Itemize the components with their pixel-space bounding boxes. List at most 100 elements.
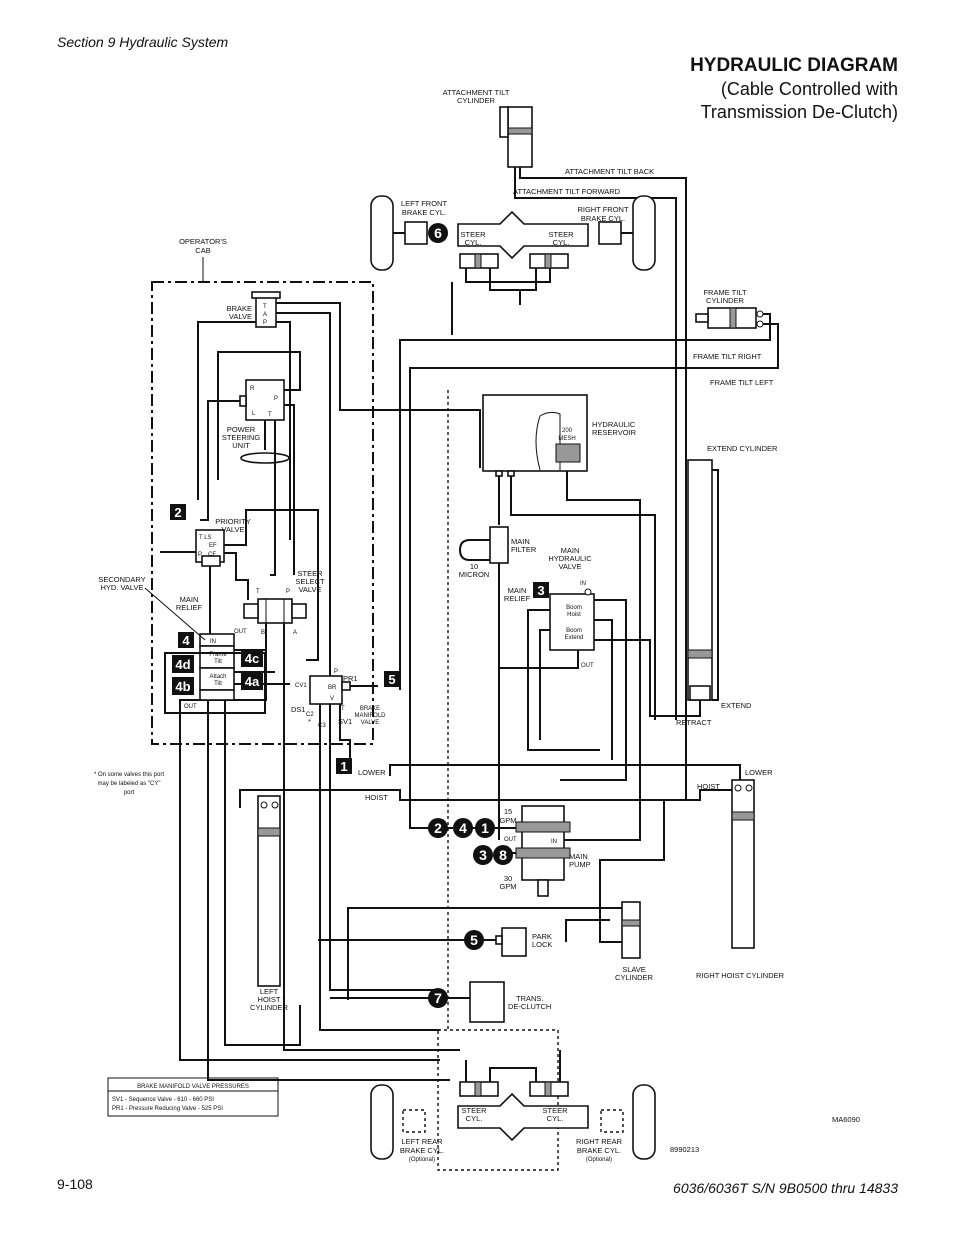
rear-steer-cyl-left-label-2: CYL. <box>466 1114 483 1123</box>
power-steering-unit <box>245 379 285 421</box>
secondary-hyd-valve-label-2: HYD. VALVE <box>100 583 143 592</box>
left-hoist-label-2: HOIST <box>258 995 281 1004</box>
right-hoist-cylinder <box>731 779 755 949</box>
micron-label-1: 10 <box>470 562 478 571</box>
main-relief-label-2: RELIEF <box>504 594 531 603</box>
slave-cylinder-label-2: CYLINDER <box>615 973 654 982</box>
left-hoist-label-1: LEFT <box>260 987 279 996</box>
right-front-brake-cylinder <box>598 221 622 245</box>
front-steer-cyl-right-label-2: CYL. <box>553 238 570 247</box>
doc-code: 8990213 <box>670 1145 699 1154</box>
callout-1-manifold: 1 <box>336 758 352 774</box>
svg-text:Boom: Boom <box>566 628 582 634</box>
svg-text:T: T <box>268 412 272 418</box>
svg-text:MESH: MESH <box>558 436 575 442</box>
note-line-2: may be labeled as "CY" <box>98 781 161 787</box>
svg-text:4d: 4d <box>175 657 190 672</box>
frame-tilt-cylinder-label-1: FRAME TILT <box>703 288 746 297</box>
left-front-wheel <box>370 195 394 271</box>
lower-right-label: LOWER <box>745 768 773 777</box>
main-filter-label-2: FILTER <box>511 545 537 554</box>
park-lock <box>501 927 527 957</box>
pump-15gpm-label-2: GPM <box>499 816 516 825</box>
left-rear-brake-cylinder <box>402 1109 426 1133</box>
right-rear-brake-optional: (Optional) <box>586 1157 612 1163</box>
section-header: Section 9 Hydraulic System <box>57 34 229 50</box>
front-steer-cyl-right-label-1: STEER <box>548 230 574 239</box>
svg-text:P: P <box>198 552 202 558</box>
svg-text:P: P <box>263 320 267 326</box>
main-relief-label-1: MAIN <box>508 586 527 595</box>
callout-2-priority-valve: 2 <box>170 504 186 520</box>
right-rear-wheel <box>632 1084 656 1160</box>
pump-15gpm-label-1: 15 <box>504 807 512 816</box>
left-hoist-label-3: CYLINDER <box>250 1003 289 1012</box>
callout-5-park-lock: 5 <box>464 930 484 950</box>
priority-valve-label-2: VALVE <box>221 525 244 534</box>
main-hydraulic-valve-label-1: MAIN <box>561 546 580 555</box>
svg-text:R: R <box>250 386 255 392</box>
frame-tilt-cylinder <box>695 307 764 329</box>
secondary-main-relief-label-1: MAIN <box>180 595 199 604</box>
svg-text:IN: IN <box>551 839 557 845</box>
svg-text:Tilt: Tilt <box>214 681 222 687</box>
svg-text:V: V <box>330 696 334 702</box>
attachment-tilt-cylinder <box>499 106 533 168</box>
pressures-table-row2: PR1 - Pressure Reducing Valve - 525 PSI <box>112 1106 223 1112</box>
callout-4: 4 <box>178 632 194 648</box>
svg-text:C3: C3 <box>318 723 326 729</box>
front-axle <box>457 210 589 260</box>
trans-declutch <box>469 981 505 1023</box>
svg-text:2: 2 <box>174 505 181 520</box>
svg-text:4b: 4b <box>175 679 190 694</box>
svg-text:T: T <box>263 304 267 310</box>
main-filter-label-1: MAIN <box>511 537 530 546</box>
right-front-brake-label-1: RIGHT FRONT <box>577 205 629 214</box>
rear-steer-cyl-left-label-1: STEER <box>461 1106 487 1115</box>
right-rear-brake-label-1: RIGHT REAR <box>576 1137 623 1146</box>
svg-text:C2: C2 <box>306 712 314 718</box>
rear-axle-dotted-boundary <box>437 1029 559 1171</box>
callout-5-manifold: 5 <box>384 671 400 687</box>
steer-select-valve-label-1: STEER <box>297 569 323 578</box>
steer-select-valve-label-2: SELECT <box>295 577 325 586</box>
frame-tilt-right-label: FRAME TILT RIGHT <box>693 352 762 361</box>
operators-cab-boundary <box>151 281 374 745</box>
callout-2-pump: 2 <box>428 818 448 838</box>
svg-text:OUT: OUT <box>581 663 594 669</box>
svg-text:OUT: OUT <box>504 837 517 843</box>
svg-text:BRAKE: BRAKE <box>360 706 380 712</box>
main-filter <box>489 526 509 564</box>
pressures-table-row1: SV1 - Sequence Valve - 610 - 660 PSI <box>112 1097 214 1103</box>
svg-text:A: A <box>293 630 297 636</box>
secondary-hyd-valve-inlet <box>199 633 235 647</box>
svg-text:4c: 4c <box>245 651 259 666</box>
main-hydraulic-valve <box>549 593 595 651</box>
main-pump-label-2: PUMP <box>569 860 591 869</box>
callout-3-pump: 3 <box>473 845 493 865</box>
svg-text:3: 3 <box>537 583 544 598</box>
power-steering-label-1: POWER <box>227 425 256 434</box>
extend-cylinder <box>687 459 713 701</box>
rear-steer-cyl-right-label-2: CYL. <box>547 1114 564 1123</box>
frame-tilt-cylinder-label-2: CYLINDER <box>706 296 745 305</box>
svg-text:7: 7 <box>434 990 442 1006</box>
svg-text:5: 5 <box>470 932 478 948</box>
svg-text:EF: EF <box>209 543 217 549</box>
brake-manifold-valve <box>309 675 343 705</box>
trans-declutch-label-2: DE-CLUTCH <box>508 1002 551 1011</box>
callout-4c: 4c <box>241 649 263 667</box>
svg-text:T LS: T LS <box>199 535 212 541</box>
callout-8-pump: 8 <box>493 845 513 865</box>
svg-text:MANIFOLD: MANIFOLD <box>354 713 386 719</box>
svg-text:Hoist: Hoist <box>567 612 581 618</box>
power-steering-label-3: UNIT <box>232 441 250 450</box>
rear-steer-cyl-right-label-1: STEER <box>542 1106 568 1115</box>
main-hydraulic-valve-label-3: VALVE <box>558 562 581 571</box>
svg-text:CF: CF <box>208 552 216 558</box>
left-rear-brake-optional: (Optional) <box>409 1157 435 1163</box>
left-rear-brake-label-1: LEFT REAR <box>401 1137 443 1146</box>
secondary-main-relief-label-2: RELIEF <box>176 603 203 612</box>
callout-4a: 4a <box>241 672 263 690</box>
secondary-hyd-valve-label-1: SECONDARY <box>98 575 145 584</box>
